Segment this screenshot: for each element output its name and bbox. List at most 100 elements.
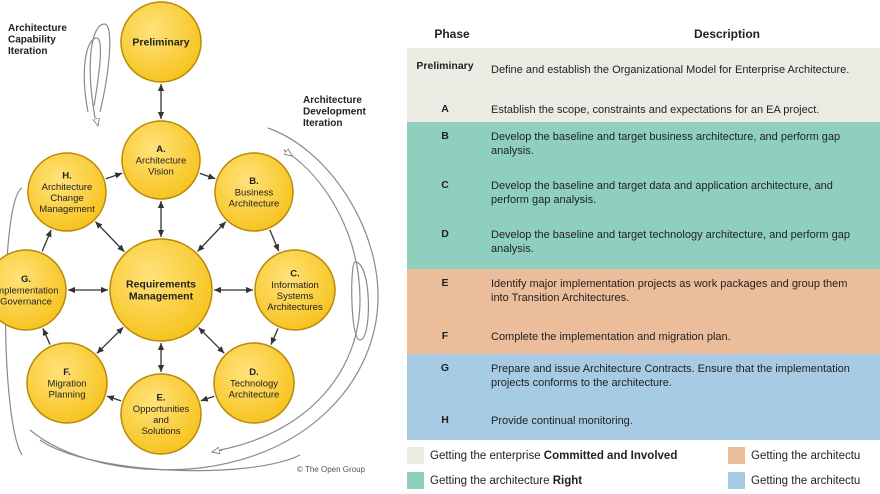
node-b-label-1: Business (235, 187, 274, 198)
phase-row: H Provide continual monitoring. (407, 406, 880, 440)
arrow-center-d (198, 327, 225, 354)
node-f-label-2: Planning (49, 389, 86, 400)
phase-cell: H (441, 414, 449, 426)
node-a-label-2: Vision (148, 166, 174, 177)
capability-iteration-label-2: Iteration (8, 46, 47, 57)
arrow-center-h (94, 221, 125, 253)
node-h-label-3: Management (39, 204, 95, 215)
capability-iteration-label-1: Capability (8, 35, 56, 46)
arrow-g-h (41, 229, 52, 252)
node-d-label-2: Architecture (229, 389, 280, 400)
description-column-header: Description (693, 27, 760, 41)
node-c-label-2: Systems (277, 291, 314, 302)
node-c-label-1: Information (271, 280, 319, 291)
node-f-label-1: Migration (47, 378, 86, 389)
legend-text: Getting the enterprise Committed and Inv… (430, 450, 678, 462)
arrow-e-f (106, 395, 122, 402)
development-iteration-label-0: Architecture (303, 95, 362, 106)
phase-row: E Identify major implementation projects … (407, 269, 880, 322)
arrow-a-b (199, 172, 216, 180)
description-line: Define and establish the Organizational … (491, 64, 850, 76)
phase-cell: Preliminary (416, 60, 474, 72)
description-line: Develop the baseline and target technolo… (491, 229, 850, 241)
phase-arrows (41, 84, 280, 402)
description-line: analysis. (491, 145, 534, 157)
description-cell: Develop the baseline and target technolo… (491, 228, 880, 256)
description-cell: Develop the baseline and target data and… (491, 179, 880, 207)
description-line: Establish the scope, constraints and exp… (491, 104, 820, 116)
arrow-c-d (270, 328, 279, 345)
phase-row: G Prepare and issue Architecture Contract… (407, 354, 880, 406)
legend-swatch (728, 472, 745, 490)
node-b-label-2: Architecture (229, 198, 280, 209)
loop-development-outer (29, 127, 379, 471)
phase-row: B Develop the baseline and target busines… (407, 122, 880, 171)
description-line: Identify major implementation projects a… (491, 278, 848, 290)
description-cell: Prepare and issue Architecture Contracts… (491, 362, 880, 390)
node-c-label-0: C. (290, 269, 300, 280)
phase-cell: B (441, 130, 449, 142)
diagram-labels: ArchitectureCapabilityIterationArchitect… (8, 23, 366, 474)
description-cell: Develop the baseline and target business… (491, 130, 880, 158)
node-a-label-1: Architecture (136, 155, 187, 166)
phase-cell: G (440, 362, 450, 374)
phase-cell: D (441, 228, 449, 240)
node-b-label-0: B. (249, 176, 259, 187)
legend: Getting the enterprise Committed and Inv… (407, 444, 880, 494)
description-line: Complete the implementation and migratio… (491, 331, 731, 343)
node-e-label-2: and (153, 415, 169, 426)
description-cell: Complete the implementation and migratio… (491, 330, 880, 344)
node-center-label-0: Requirements (126, 279, 196, 291)
loop-development-arrow-bottom (212, 450, 223, 452)
phase-column-header: Phase (434, 27, 470, 41)
node-h-label-2: Change (50, 193, 83, 204)
loop-right-pill (351, 261, 370, 341)
phase-row: F Complete the implementation and migrati… (407, 322, 880, 354)
phase-nodes: PreliminaryA.ArchitectureVisionB.Busines… (0, 1, 336, 455)
node-e-label-0: E. (157, 393, 166, 404)
description-line: Provide continual monitoring. (491, 415, 633, 427)
description-line: analysis. (491, 243, 534, 255)
arrow-d-e (200, 395, 215, 402)
node-h-label-0: H. (62, 171, 72, 182)
loop-bottom (39, 439, 301, 472)
description-line: projects conforms to the architecture. (491, 377, 672, 389)
phase-cell: F (441, 330, 449, 342)
node-c-label-3: Architectures (267, 302, 323, 313)
description-line: perform gap analysis. (491, 194, 597, 206)
description-cell: Identify major implementation projects a… (491, 277, 880, 305)
legend-item: Getting the enterprise Committed and Inv… (407, 447, 677, 467)
node-e-label-1: Opportunities (133, 404, 190, 415)
description-line: Develop the baseline and target business… (491, 131, 841, 143)
loop-development-arrow (284, 150, 292, 156)
loop-capability-inner (83, 37, 102, 113)
legend-text-bold: Right (552, 475, 583, 487)
legend-text: Getting the architectu (751, 475, 861, 487)
node-h-label-1: Architecture (42, 182, 93, 193)
node-center-label-1: Management (129, 291, 194, 303)
node-g-label-1: Implementation (0, 285, 58, 296)
legend-swatch (407, 472, 424, 490)
phase-cell: E (441, 277, 449, 289)
description-cell: Define and establish the Organizational … (491, 63, 880, 77)
legend-swatch (407, 447, 424, 465)
node-preliminary: Preliminary (120, 1, 202, 83)
phase-row: D Develop the baseline and target technol… (407, 220, 880, 269)
description-line: Prepare and issue Architecture Contracts… (491, 363, 850, 375)
legend-item: Getting the architectu (728, 472, 860, 492)
arrow-h-a (105, 172, 123, 180)
capability-iteration-label-0: Architecture (8, 23, 67, 34)
node-preliminary-label-0: Preliminary (132, 37, 189, 49)
legend-item: Getting the architectu (728, 447, 860, 467)
legend-swatch (728, 447, 745, 465)
legend-text: Getting the architecture Right (430, 475, 583, 487)
legend-text-bold: Committed and Involved (543, 450, 678, 462)
loop-capability-outer (89, 23, 111, 119)
